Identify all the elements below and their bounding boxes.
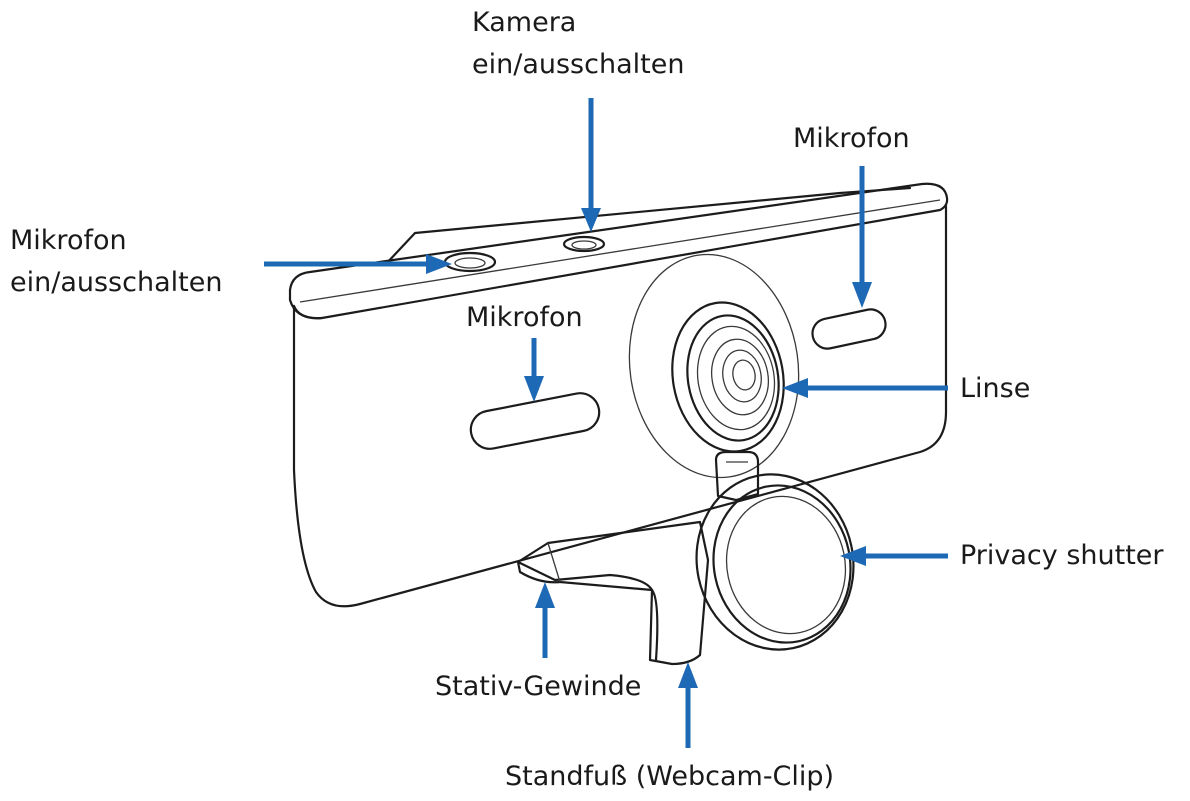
arrow-mic-center (524, 338, 544, 402)
privacy-shutter-strap (714, 450, 760, 502)
label-camera-toggle: Kamera ein/ausschalten (472, 2, 684, 86)
camera-toggle-button (562, 235, 606, 253)
webcam-stand (516, 520, 710, 666)
label-mic-toggle-line1: Mikrofon (10, 225, 127, 256)
mic-slot-center (469, 392, 601, 450)
arrow-stand (678, 662, 698, 748)
label-stand: Standfuß (Webcam-Clip) (505, 761, 835, 792)
label-mic-toggle: Mikrofon ein/ausschalten (10, 220, 222, 304)
label-mic-toggle-line2: ein/ausschalten (10, 267, 223, 298)
lens (628, 253, 800, 479)
arrow-privacy-shutter (840, 546, 948, 566)
label-camera-toggle-line2: ein/ausschalten (472, 49, 685, 80)
label-privacy-shutter: Privacy shutter (960, 540, 1164, 571)
webcam-body (288, 182, 949, 608)
mic-toggle-button (443, 251, 497, 273)
privacy-shutter (695, 473, 855, 651)
label-tripod-thread: Stativ-Gewinde (435, 671, 642, 702)
arrow-lens (782, 378, 948, 398)
arrow-camera-toggle (581, 98, 601, 232)
label-mic-center: Mikrofon (466, 302, 583, 333)
arrow-mic-toggle (264, 254, 452, 274)
label-mic-right: Mikrofon (793, 123, 910, 154)
mic-slot-right (811, 308, 887, 350)
label-lens: Linse (960, 373, 1031, 404)
label-camera-toggle-line1: Kamera (472, 7, 577, 38)
arrow-mic-right (852, 166, 872, 308)
arrow-tripod-thread (535, 582, 555, 658)
